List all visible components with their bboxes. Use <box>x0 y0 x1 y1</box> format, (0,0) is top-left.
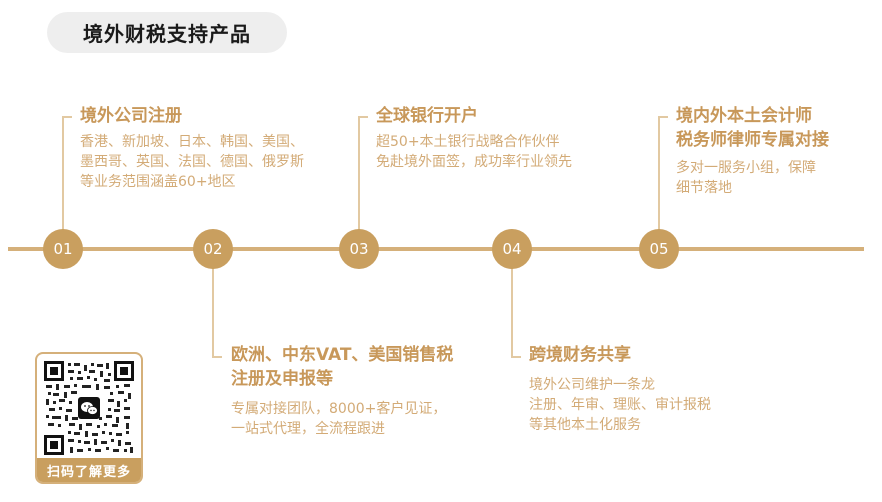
step-desc: 专属对接团队，8000+客户见证， 一站式代理，全流程跟进 <box>231 399 453 439</box>
page-title: 境外财税支持产品 <box>47 12 287 53</box>
desc-line: 一站式代理，全流程跟进 <box>231 421 385 437</box>
desc-line: 香港、新加坡、日本、韩国、美国、 <box>80 134 304 150</box>
step-desc: 香港、新加坡、日本、韩国、美国、 墨西哥、英国、法国、德国、俄罗斯 等业务范围涵… <box>80 132 304 192</box>
step-card-01: 境外公司注册 香港、新加坡、日本、韩国、美国、 墨西哥、英国、法国、德国、俄罗斯… <box>80 104 304 192</box>
desc-line: 超50+本土银行战略合作伙伴 <box>376 134 560 150</box>
step-desc: 境外公司维护一条龙 注册、年审、理账、审计报税 等其他本土化服务 <box>529 375 711 435</box>
qr-code-card[interactable]: 扫码了解更多 <box>35 352 143 484</box>
wechat-icon <box>78 397 100 419</box>
step-desc: 超50+本土银行战略合作伙伴 免赴境外面签，成功率行业领先 <box>376 132 572 172</box>
title-line: 注册及申报等 <box>231 369 333 389</box>
connector-tick-04 <box>511 356 521 358</box>
step-title: 全球银行开户 <box>376 106 478 126</box>
step-desc: 多对一服务小组，保障 细节落地 <box>676 158 829 198</box>
connector-tick-01 <box>62 116 72 118</box>
timeline-line <box>8 247 864 251</box>
connector-03 <box>358 116 360 230</box>
connector-tick-03 <box>358 116 368 118</box>
desc-line: 专属对接团队，8000+客户见证， <box>231 401 447 417</box>
connector-05 <box>658 116 660 230</box>
connector-01 <box>62 116 64 230</box>
qr-code[interactable] <box>44 361 134 455</box>
step-title: 欧洲、中东VAT、美国销售税 注册及申报等 <box>231 343 453 391</box>
connector-tick-05 <box>658 116 668 118</box>
desc-line: 等其他本土化服务 <box>529 417 641 433</box>
title-line: 境内外本土会计师 <box>676 106 812 126</box>
step-node-03: 03 <box>339 229 379 269</box>
connector-04 <box>511 268 513 358</box>
desc-line: 细节落地 <box>676 180 732 196</box>
step-card-02: 欧洲、中东VAT、美国销售税 注册及申报等 专属对接团队，8000+客户见证， … <box>231 343 453 439</box>
step-node-02: 02 <box>193 229 233 269</box>
connector-tick-02 <box>212 356 222 358</box>
step-card-05: 境内外本土会计师 税务师律师专属对接 多对一服务小组，保障 细节落地 <box>676 104 829 198</box>
qr-caption: 扫码了解更多 <box>37 458 141 482</box>
step-title: 跨境财务共享 <box>529 345 631 365</box>
desc-line: 墨西哥、英国、法国、德国、俄罗斯 <box>80 154 304 170</box>
step-title: 境外公司注册 <box>80 106 182 126</box>
connector-02 <box>212 268 214 358</box>
step-node-01: 01 <box>43 229 83 269</box>
desc-line: 免赴境外面签，成功率行业领先 <box>376 154 572 170</box>
desc-line: 等业务范围涵盖60+地区 <box>80 174 236 190</box>
desc-line: 多对一服务小组，保障 <box>676 160 816 176</box>
step-title: 境内外本土会计师 税务师律师专属对接 <box>676 104 829 152</box>
step-card-04: 跨境财务共享 境外公司维护一条龙 注册、年审、理账、审计报税 等其他本土化服务 <box>529 343 711 435</box>
title-line: 税务师律师专属对接 <box>676 130 829 150</box>
step-card-03: 全球银行开户 超50+本土银行战略合作伙伴 免赴境外面签，成功率行业领先 <box>376 104 572 172</box>
step-node-05: 05 <box>639 229 679 269</box>
desc-line: 注册、年审、理账、审计报税 <box>529 397 711 413</box>
step-node-04: 04 <box>492 229 532 269</box>
desc-line: 境外公司维护一条龙 <box>529 377 655 393</box>
title-line: 欧洲、中东VAT、美国销售税 <box>231 345 454 365</box>
